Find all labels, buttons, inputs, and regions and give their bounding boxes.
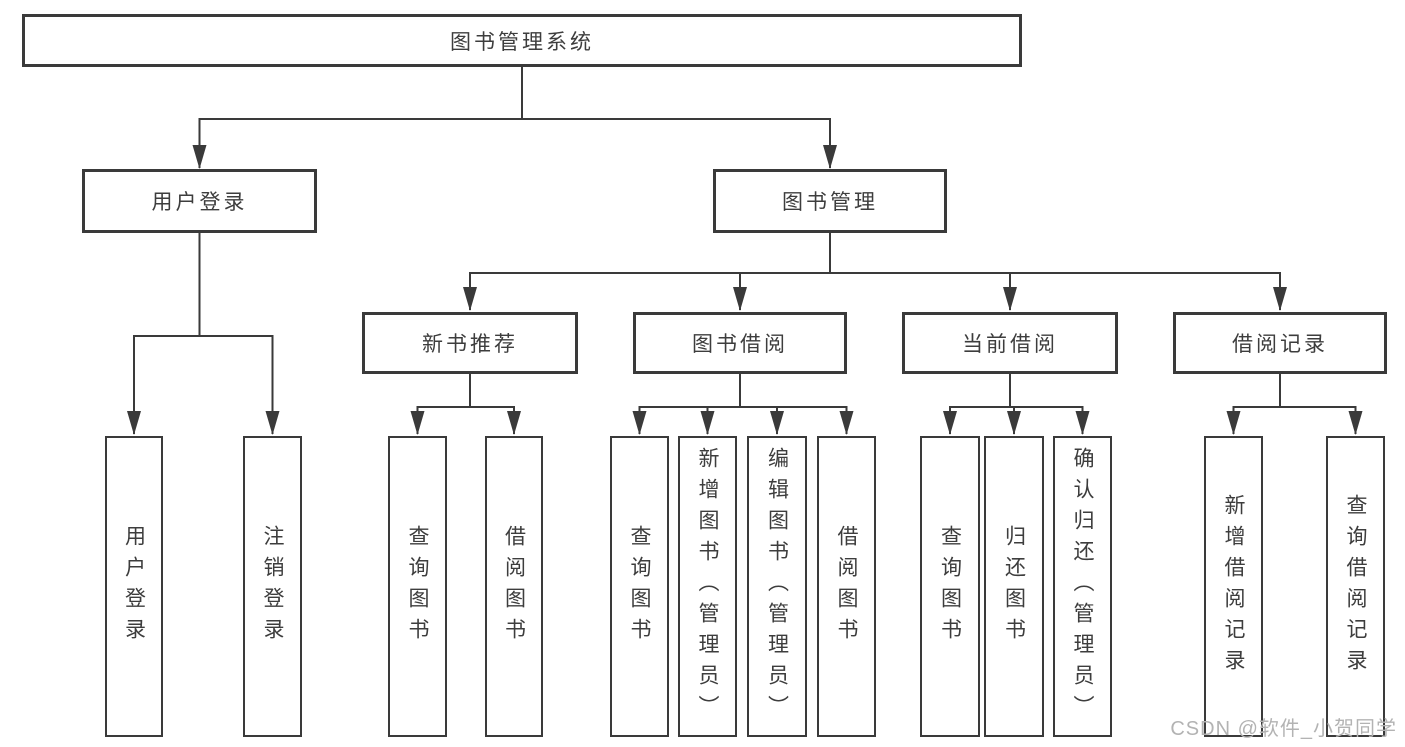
leaf-cb-query-books: 查询图书: [920, 436, 980, 737]
leaf-br-query-record-label: 查询借阅记录: [1344, 493, 1367, 680]
leaf-nb-borrow-books-label: 借阅图书: [502, 524, 526, 649]
leaf-bb-query-books: 查询图书: [610, 436, 669, 737]
leaf-bb-edit-books-admin: 编辑图书（管理员）: [747, 436, 807, 737]
leaf-br-add-record-label: 新增借阅记录: [1222, 493, 1245, 680]
leaf-logout-label: 注销登录: [261, 524, 284, 649]
leaf-br-query-record: 查询借阅记录: [1326, 436, 1385, 737]
node-book-borrow: 图书借阅: [633, 312, 847, 374]
leaf-cb-confirm-return-admin: 确认归还（管理员）: [1053, 436, 1112, 737]
leaf-br-add-record: 新增借阅记录: [1204, 436, 1263, 737]
leaf-cb-confirm-return-admin-label: 确认归还（管理员）: [1071, 447, 1094, 726]
leaf-cb-return-books: 归还图书: [984, 436, 1044, 737]
leaf-bb-borrow-books-label: 借阅图书: [835, 524, 858, 649]
leaf-cb-query-books-label: 查询图书: [938, 524, 962, 649]
leaf-bb-add-books-admin-label: 新增图书（管理员）: [696, 447, 719, 726]
node-current-borrow-label: 当前借阅: [962, 333, 1058, 356]
leaf-nb-query-books: 查询图书: [388, 436, 447, 737]
node-user-login-label: 用户登录: [151, 191, 248, 214]
leaf-user-login: 用户登录: [105, 436, 163, 737]
node-user-login: 用户登录: [82, 169, 317, 233]
leaf-cb-return-books-label: 归还图书: [1002, 524, 1026, 649]
node-book-borrow-label: 图书借阅: [692, 333, 788, 356]
leaf-user-login-label: 用户登录: [122, 524, 146, 649]
leaf-logout: 注销登录: [243, 436, 302, 737]
node-borrow-records: 借阅记录: [1173, 312, 1387, 374]
node-book-mgmt-label: 图书管理: [782, 191, 878, 214]
node-root: 图书管理系统: [22, 14, 1022, 67]
node-book-mgmt: 图书管理: [713, 169, 947, 233]
leaf-nb-borrow-books: 借阅图书: [485, 436, 543, 737]
leaf-bb-query-books-label: 查询图书: [628, 524, 651, 649]
node-new-book-recommend: 新书推荐: [362, 312, 578, 374]
node-root-label: 图书管理系统: [450, 30, 594, 54]
leaf-nb-query-books-label: 查询图书: [406, 524, 429, 649]
node-current-borrow: 当前借阅: [902, 312, 1118, 374]
leaf-bb-add-books-admin: 新增图书（管理员）: [678, 436, 737, 737]
node-new-book-recommend-label: 新书推荐: [422, 333, 518, 356]
node-borrow-records-label: 借阅记录: [1232, 333, 1328, 356]
leaf-bb-edit-books-admin-label: 编辑图书（管理员）: [765, 447, 789, 726]
leaf-bb-borrow-books: 借阅图书: [817, 436, 876, 737]
